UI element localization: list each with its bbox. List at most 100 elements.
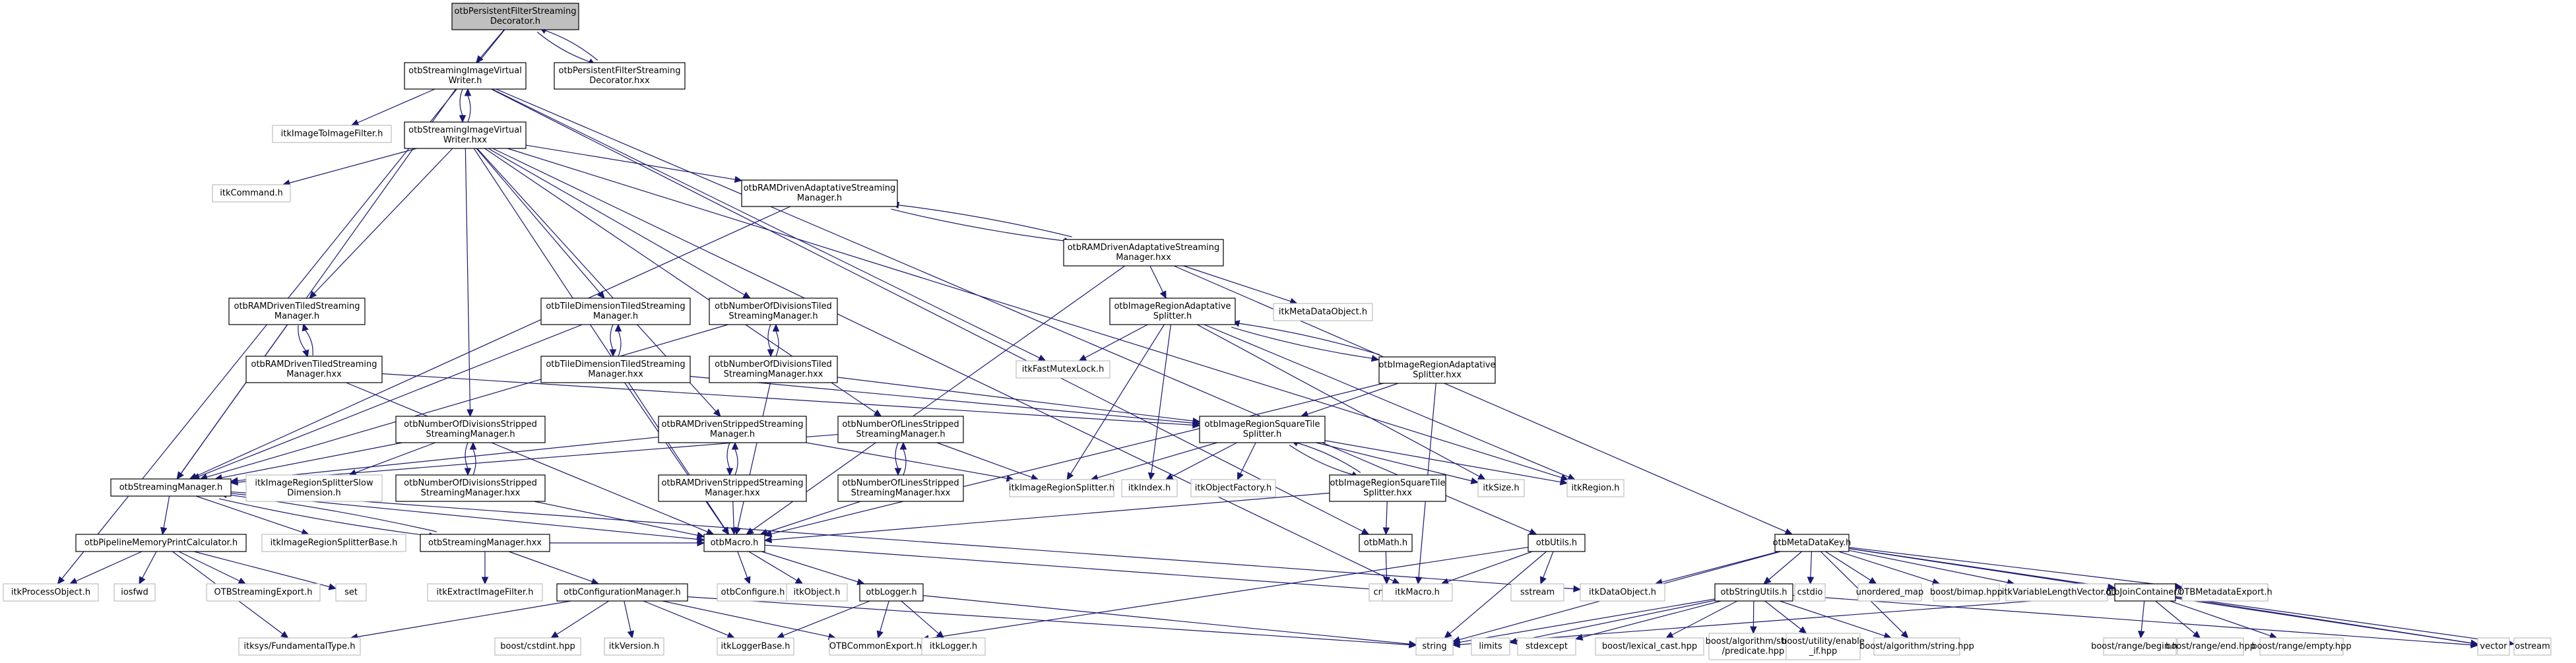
- node-otbnumberoflinesstrippedstreamingmanager-hxx[interactable]: otbNumberOfLinesStrippedStreamingManager…: [837, 474, 964, 502]
- node-label: otbNumberOfDivisionsTiled: [715, 301, 832, 311]
- node-itkextractimagefilter-h: itkExtractImageFilter.h: [427, 583, 543, 602]
- arrowhead-icon: [1559, 478, 1568, 486]
- node-box: [2477, 637, 2510, 656]
- node-box: [1517, 637, 1576, 656]
- edge-line: [1316, 442, 1472, 482]
- node-itkregion-h: itkRegion.h: [1566, 479, 1625, 497]
- node-otbnumberofdivisionstiledstreamingmanager-hxx[interactable]: otbNumberOfDivisionsTiledStreamingManage…: [709, 356, 838, 383]
- node-otbconfigure-h: otbConfigure.h: [717, 583, 789, 602]
- edge-iras_h-to-itk_region: [1204, 324, 1576, 480]
- edge-line: [1204, 324, 1569, 478]
- node-otbtiledimensiontiledstreamingmanager-hxx[interactable]: otbTileDimensionTiledStreamingManager.hx…: [540, 356, 691, 383]
- edge-rdasm_hxx-to-iras_h: [1149, 265, 1167, 300]
- edge-line: [206, 324, 728, 478]
- edge-line: [766, 501, 861, 533]
- node-otbnumberofdivisionsstrippedstreamingmanager-hxx[interactable]: otbNumberOfDivisionsStrippedStreamingMan…: [395, 474, 546, 502]
- node-box: [2177, 637, 2244, 656]
- edge-line: [289, 148, 417, 183]
- edge-line: [480, 29, 505, 58]
- node-otbnumberofdivisionsstrippedstreamingmanager-h[interactable]: otbNumberOfDivisionsStrippedStreamingMan…: [395, 416, 546, 443]
- node-label: otbNumberOfDivisionsTiled: [715, 360, 832, 369]
- node-box: [554, 62, 686, 90]
- arrowhead-icon: [614, 323, 622, 332]
- node-stdexcept: stdexcept: [1517, 637, 1576, 656]
- edge-jc_h-to-string: [1452, 594, 2115, 648]
- node-box: [2103, 637, 2177, 656]
- node-label: boost/range/empty.hpp: [2251, 642, 2351, 652]
- node-label: StreamingManager.h: [426, 429, 515, 439]
- node-otbnumberoflinesstrippedstreamingmanager-h[interactable]: otbNumberOfLinesStrippedStreamingManager…: [837, 416, 964, 443]
- node-itkimageregionsplitter-h: itkImageRegionSplitter.h: [1009, 479, 1114, 497]
- node-label: boost/cstdint.hpp: [500, 642, 575, 652]
- node-otbstreamingmanager-h[interactable]: otbStreamingManager.h: [110, 478, 232, 497]
- edge-pmpc_h-to-iosfwd: [139, 551, 157, 585]
- node-box: [1109, 298, 1236, 325]
- arrowhead-icon: [69, 577, 78, 584]
- node-box: [1528, 534, 1586, 552]
- node-otbjoincontainer-h[interactable]: otbJoinContainer.h: [2106, 583, 2185, 602]
- arrowhead-icon: [459, 115, 467, 123]
- node-otbstreamingmanager-hxx[interactable]: otbStreamingManager.hxx: [420, 534, 550, 552]
- edge-line: [726, 442, 730, 469]
- node-otbramdrivenadaptativestreamingmanager-hxx[interactable]: otbRAMDrivenAdaptativeStreamingManager.h…: [1063, 239, 1224, 267]
- arrowhead-icon: [763, 530, 773, 538]
- node-label: otbRAMDrivenTiledStreaming: [234, 301, 360, 311]
- arrowhead-icon: [1539, 576, 1547, 585]
- edge-line: [1239, 323, 1380, 356]
- edge-rdssm_hxx-to-macro_h: [730, 501, 738, 536]
- edge-line: [901, 600, 939, 634]
- node-otblogger-h[interactable]: otbLogger.h: [859, 583, 924, 602]
- node-otbnumberofdivisionstiledstreamingmanager-h[interactable]: otbNumberOfDivisionsTiledStreamingManage…: [709, 298, 838, 325]
- edge-line: [1070, 324, 1165, 474]
- node-otbconfigurationmanager-h[interactable]: otbConfigurationManager.h: [556, 583, 688, 602]
- node-otbpersistentfilterstreamingdecorator-hxx[interactable]: otbPersistentFilterStreamingDecorator.hx…: [554, 62, 686, 90]
- node-box: [2005, 583, 2108, 602]
- arrowhead-icon: [139, 576, 146, 585]
- node-otbutils-h[interactable]: otbUtils.h: [1528, 534, 1586, 552]
- edge-line: [1779, 600, 1885, 637]
- edge-line: [662, 600, 829, 637]
- node-boost-cstdint-hpp: boost/cstdint.hpp: [494, 637, 581, 656]
- edge-line: [2175, 596, 2508, 644]
- edge-line: [178, 551, 240, 582]
- node-box: [1382, 583, 1453, 602]
- node-box: [245, 356, 383, 383]
- node-otbstringutils-h[interactable]: otbStringUtils.h: [1714, 583, 1793, 602]
- arrowhead-icon: [721, 526, 729, 536]
- arrowhead-icon: [713, 408, 721, 417]
- arrowhead-icon: [1382, 527, 1390, 536]
- edge-nolssm_hxx-to-macro_h: [759, 501, 861, 536]
- edge-siw_h-to-siw_hxx: [459, 88, 467, 123]
- arrowhead-icon: [1159, 290, 1167, 300]
- node-otbmacro-h[interactable]: otbMacro.h: [703, 534, 765, 552]
- edge-line: [624, 382, 725, 530]
- node-label: otbRAMDrivenStrippedStreaming: [661, 478, 803, 488]
- node-otbpipelinememoryprintcalculator-h[interactable]: otbPipelineMemoryPrintCalculator.h: [75, 534, 247, 552]
- edge-line: [1447, 551, 1533, 583]
- node-otbmetadatakey-h[interactable]: otbMetaDataKey.h: [1773, 534, 1852, 552]
- node-label: otbConfigure.h: [721, 588, 785, 598]
- node-label: otbTileDimensionTiledStreaming: [546, 301, 685, 311]
- edge-iras_hxx-to-macro_h: [763, 383, 1384, 538]
- edge-line: [922, 595, 1410, 645]
- node-label: boost/range/begin.hpp: [2091, 642, 2189, 652]
- node-label: OTBMetadataExport.h: [2177, 588, 2272, 598]
- edge-line: [737, 551, 748, 578]
- arrowhead-icon: [763, 536, 772, 544]
- node-otbmath-h[interactable]: otbMath.h: [1359, 534, 1413, 552]
- node-box: [1190, 479, 1276, 497]
- node-box: [1199, 416, 1326, 443]
